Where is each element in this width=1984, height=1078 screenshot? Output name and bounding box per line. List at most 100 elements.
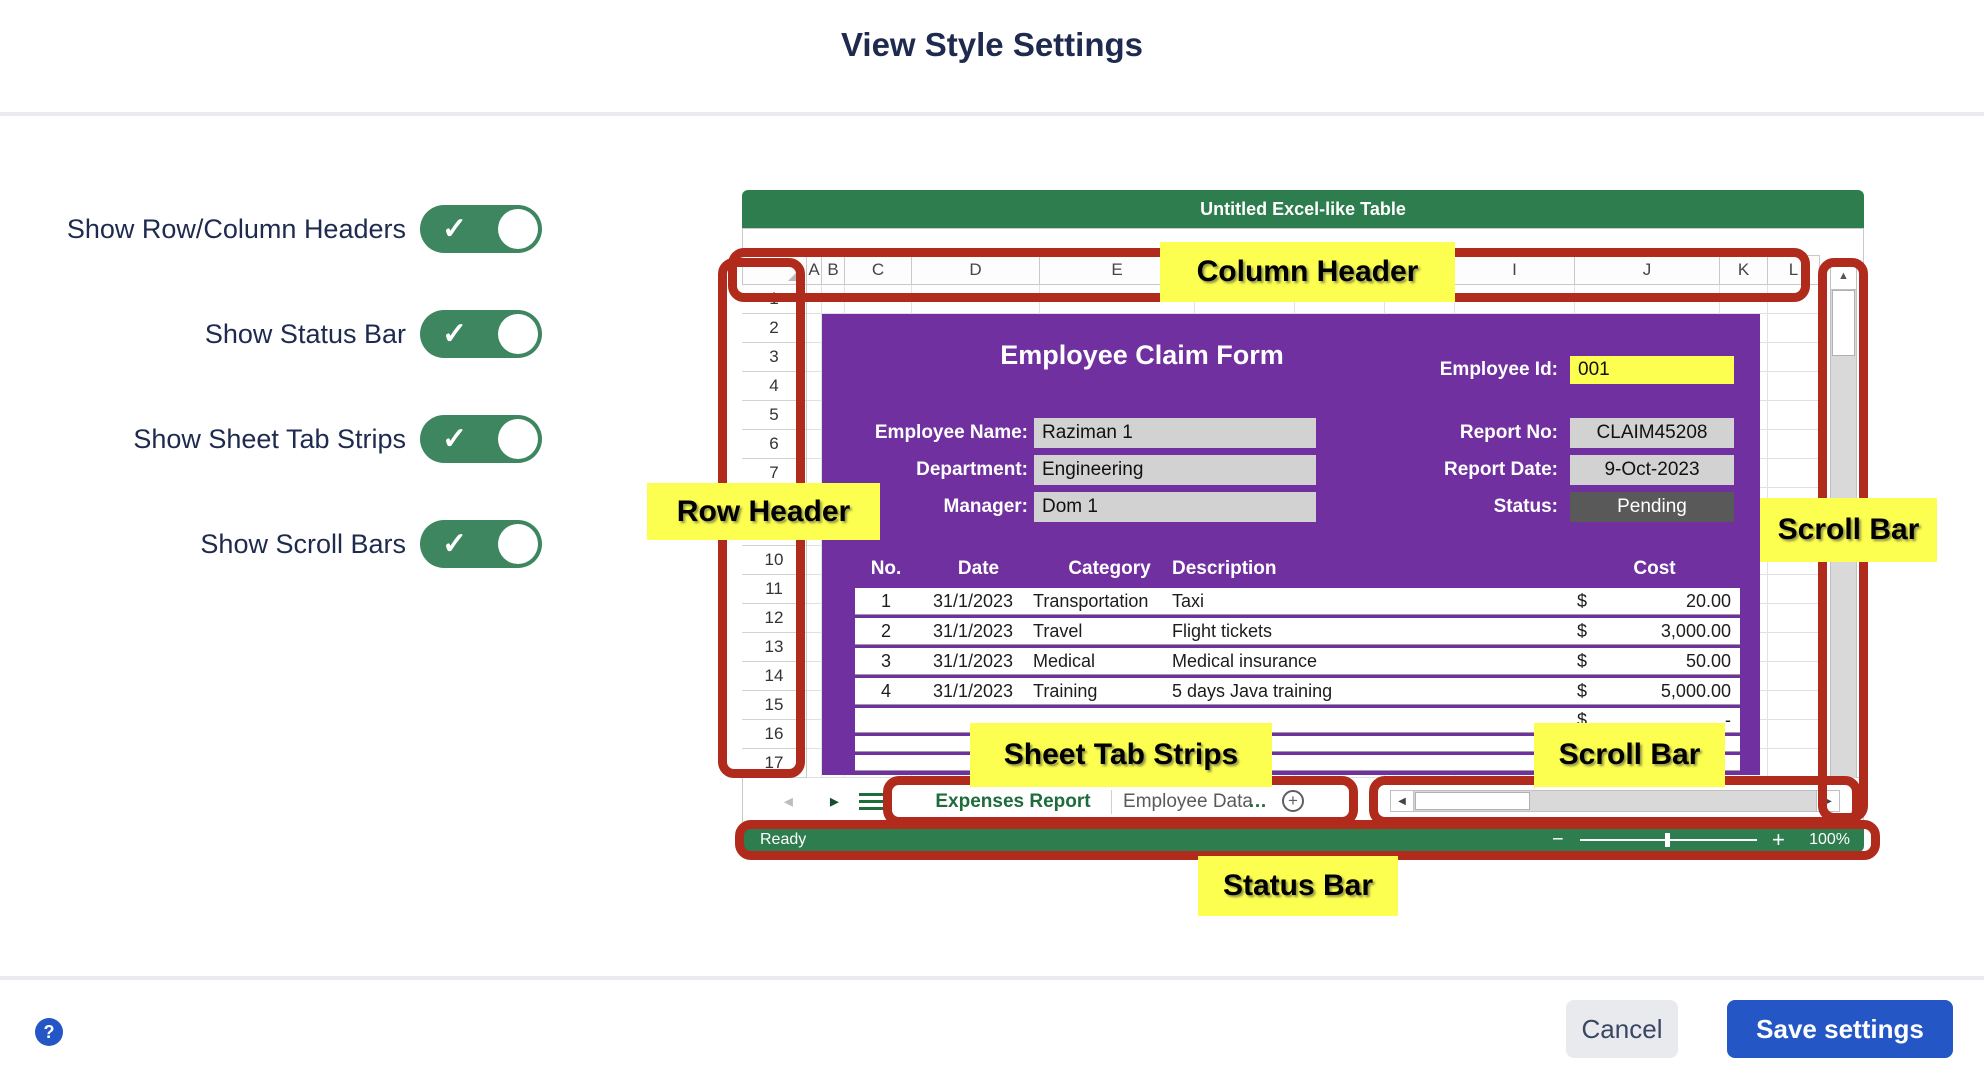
- manager-label: Manager:: [943, 496, 1028, 517]
- expense-row: 2 31/1/2023 Travel Flight tickets $ 3,00…: [855, 618, 1740, 645]
- status-label: Status:: [1493, 496, 1558, 517]
- employee-name-field: Raziman 1: [1034, 418, 1316, 448]
- annotation-rect-status-bar: [735, 820, 1880, 860]
- sheet-tab-expenses-report: Expenses Report: [935, 790, 1091, 812]
- question-mark-icon: ?: [43, 1021, 55, 1042]
- tab-overflow-dots: …: [1248, 790, 1267, 812]
- cell-description: 5 days Java training: [1172, 680, 1333, 701]
- cell-no: 4: [880, 680, 891, 701]
- report-no-field: CLAIM45208: [1570, 418, 1734, 448]
- sheet-menu-icon: [859, 793, 885, 814]
- tab-separator: [1111, 790, 1112, 814]
- status-field: Pending: [1570, 492, 1734, 522]
- expense-row: 1 31/1/2023 Transportation Taxi $ 20.00: [855, 588, 1740, 615]
- tab-scroll-left-icon: ◄: [781, 793, 796, 810]
- sheet-tab-employee-data: Employee Data: [1123, 790, 1253, 812]
- sheet-window-title: Untitled Excel-like Table: [1200, 198, 1406, 219]
- page-title: View Style Settings: [841, 26, 1143, 63]
- expense-row: 3 31/1/2023 Medical Medical insurance $ …: [855, 648, 1740, 675]
- setting-row-sheet-tabs: Show Sheet Tab Strips ✓: [40, 415, 542, 463]
- expense-header-description: Description: [1172, 558, 1277, 579]
- employee-claim-form: Employee Claim Form Employee Id: 001 Emp…: [822, 314, 1760, 775]
- help-button[interactable]: ?: [35, 1018, 63, 1046]
- annotation-label-row-header: Row Header: [647, 483, 880, 540]
- expense-header-no: No.: [870, 558, 902, 579]
- cell-amount: -: [1725, 709, 1731, 730]
- annotation-label-status-bar: Status Bar: [1198, 856, 1398, 916]
- column-header-j: J: [1575, 255, 1720, 285]
- status-bar: Ready − + 100%: [742, 827, 1864, 852]
- cell-no: 3: [880, 650, 891, 671]
- header-divider: [0, 112, 1984, 116]
- department-label: Department:: [916, 459, 1028, 480]
- scroll-up-arrow-icon: ▲: [1831, 263, 1856, 290]
- cell-no: 1: [880, 590, 891, 611]
- tab-scroll-right-icon: ►: [827, 793, 842, 810]
- save-settings-button[interactable]: Save settings: [1727, 1000, 1953, 1058]
- manager-field: Dom 1: [1034, 492, 1316, 522]
- cell-category: Training: [1033, 680, 1098, 701]
- horizontal-scrollbar-thumb: [1415, 792, 1530, 810]
- cell-amount: 5,000.00: [1660, 680, 1731, 701]
- column-header-i: I: [1455, 255, 1575, 285]
- cell-category: Travel: [1033, 620, 1083, 641]
- cell-category: Medical: [1033, 650, 1096, 671]
- toggle-knob: [498, 209, 538, 249]
- cell-currency: $: [1577, 650, 1588, 671]
- column-header-c: C: [845, 255, 912, 285]
- report-date-label: Report Date:: [1443, 459, 1558, 480]
- cell-date: 31/1/2023: [932, 620, 1014, 641]
- sheet-window-titlebar: Untitled Excel-like Table: [742, 190, 1864, 228]
- form-title: Employee Claim Form: [1000, 340, 1284, 370]
- footer-divider: [0, 976, 1984, 980]
- employee-name-label: Employee Name:: [874, 422, 1028, 443]
- annotation-label-scroll-bar-vertical: Scroll Bar: [1760, 498, 1937, 562]
- cell-amount: 3,000.00: [1660, 620, 1731, 641]
- zoom-level-text: 100%: [1809, 831, 1850, 848]
- check-icon: ✓: [442, 527, 468, 561]
- expense-header-cost: Cost: [1633, 558, 1676, 579]
- cell-currency: $: [1577, 620, 1588, 641]
- toggle-show-row-column-headers[interactable]: ✓: [420, 205, 542, 253]
- zoom-out-icon: −: [1552, 828, 1564, 851]
- status-ready-text: Ready: [760, 831, 807, 848]
- toggle-knob: [498, 419, 538, 459]
- zoom-in-icon: +: [1772, 827, 1785, 852]
- toggle-show-status-bar[interactable]: ✓: [420, 310, 542, 358]
- toggle-knob: [498, 524, 538, 564]
- setting-row-status-bar: Show Status Bar ✓: [40, 310, 542, 358]
- department-field: Engineering: [1034, 455, 1316, 485]
- expense-row: 4 31/1/2023 Training 5 days Java trainin…: [855, 678, 1740, 705]
- employee-id-label: Employee Id:: [1439, 359, 1558, 380]
- toggle-show-scroll-bars[interactable]: ✓: [420, 520, 542, 568]
- cell-amount: 20.00: [1685, 590, 1731, 611]
- add-sheet-icon: +: [1282, 790, 1304, 812]
- employee-id-field: 001: [1570, 356, 1734, 384]
- vertical-scrollbar-thumb: [1832, 290, 1855, 356]
- check-icon: ✓: [442, 317, 468, 351]
- setting-label-status-bar: Show Status Bar: [204, 318, 406, 349]
- cell-currency: $: [1577, 709, 1588, 730]
- cell-description: Medical insurance: [1172, 650, 1318, 671]
- annotation-label-sheet-tab-strips: Sheet Tab Strips: [970, 723, 1272, 787]
- annotation-label-scroll-bar-horizontal: Scroll Bar: [1534, 723, 1725, 787]
- spreadsheet-preview: Untitled Excel-like Table A B C D E F G …: [647, 170, 1960, 950]
- cell-currency: $: [1577, 680, 1588, 701]
- cell-date: 31/1/2023: [932, 590, 1014, 611]
- report-no-label: Report No:: [1459, 422, 1558, 443]
- expense-header-date: Date: [957, 558, 1000, 579]
- cell-description: Taxi: [1172, 590, 1205, 611]
- annotation-label-column-header: Column Header: [1160, 242, 1455, 302]
- zoom-slider-thumb: [1665, 833, 1670, 847]
- toggle-knob: [498, 314, 538, 354]
- cancel-button[interactable]: Cancel: [1566, 1000, 1678, 1058]
- check-icon: ✓: [442, 212, 468, 246]
- expense-header-category: Category: [1068, 558, 1151, 579]
- cell-description: Flight tickets: [1172, 620, 1273, 641]
- report-date-field: 9-Oct-2023: [1570, 455, 1734, 485]
- check-icon: ✓: [442, 422, 468, 456]
- setting-row-headers: Show Row/Column Headers ✓: [40, 205, 542, 253]
- cell-date: 31/1/2023: [932, 680, 1014, 701]
- toggle-show-sheet-tab-strips[interactable]: ✓: [420, 415, 542, 463]
